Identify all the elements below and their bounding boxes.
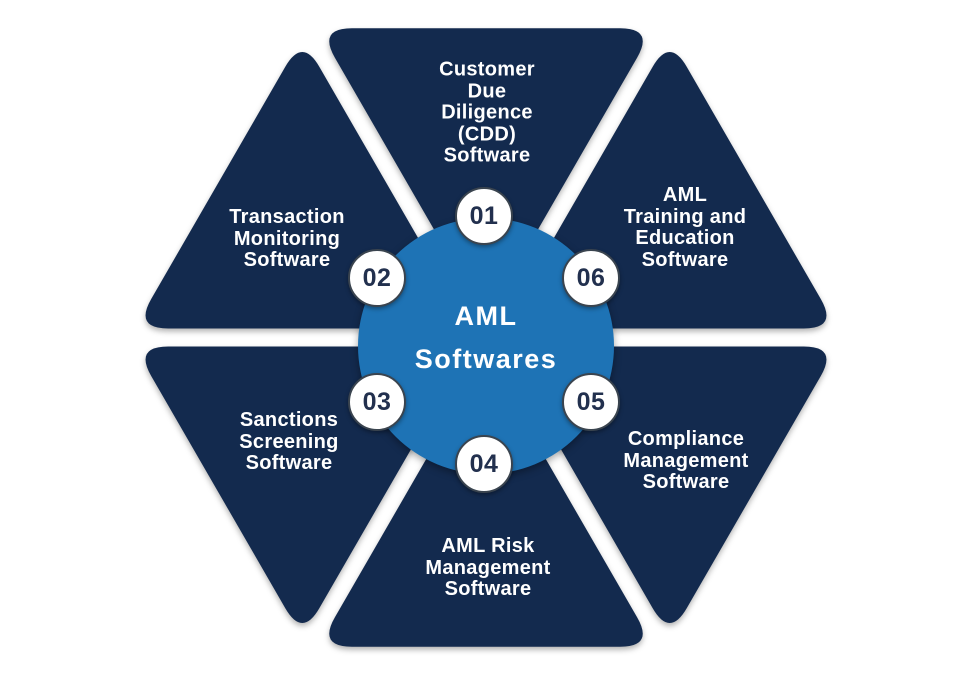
number-badge-01: 01: [455, 187, 513, 245]
badge-number-03: 03: [362, 387, 392, 416]
petal-label-01: Customer Due Diligence (CDD) Software: [439, 58, 535, 167]
badge-number-02: 02: [362, 263, 392, 292]
petal-label-02: Transaction Monitoring Software: [229, 205, 345, 271]
petal-shape-01: [329, 28, 643, 305]
petal-label-03: Sanctions Screening Software: [239, 408, 339, 474]
number-badge-04: 04: [455, 435, 513, 493]
number-badge-03: 03: [348, 373, 406, 431]
badge-number-01: 01: [469, 201, 499, 230]
petal-label-06: AML Training and Education Software: [623, 184, 747, 271]
number-badge-02: 02: [348, 249, 406, 307]
petal-shape-04: [329, 370, 643, 647]
badge-number-04: 04: [469, 449, 499, 478]
badge-number-05: 05: [576, 387, 606, 416]
center-title: AML Softwares: [415, 301, 558, 375]
center-hub-circle: [358, 218, 614, 474]
badge-number-06: 06: [576, 263, 606, 292]
center-title-line1: AML: [454, 301, 518, 331]
petal-label-05: Compliance Management Software: [623, 427, 749, 493]
number-badge-06: 06: [562, 249, 620, 307]
center-title-line2: Softwares: [414, 344, 558, 374]
petal-label-04: AML Risk Management Software: [425, 534, 551, 600]
number-badge-05: 05: [562, 373, 620, 431]
